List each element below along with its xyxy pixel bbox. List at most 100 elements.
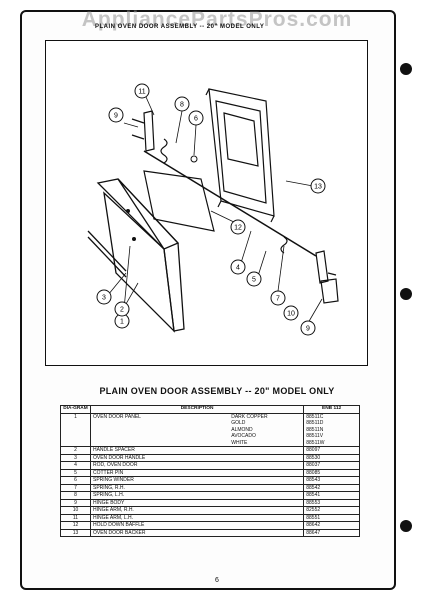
binder-hole-bottom: [400, 520, 412, 532]
row-part-number: 88542: [303, 483, 360, 492]
row-part-number: 88543: [303, 476, 360, 485]
callout-10-label: 10: [287, 311, 295, 318]
callout-12: 12: [230, 219, 246, 235]
handle-spacer-drawing: [132, 237, 136, 241]
row-part-number: 88085: [303, 468, 360, 477]
header-part-number: ENB 112: [303, 405, 360, 414]
row-description: SPRING WINDER: [89, 476, 305, 485]
panel-part: 88511V: [306, 433, 324, 439]
callout-11: 11: [134, 83, 150, 99]
row-diagram-number: 5: [60, 468, 91, 477]
row-description: OVEN DOOR PANEL DARK COPPER GOLD ALMOND …: [89, 412, 305, 447]
row-description: SPRING, R.H.: [89, 483, 305, 492]
callout-12-label: 12: [234, 225, 242, 232]
left-hinge-drawing: [131, 110, 168, 164]
row-part-number: 88553: [303, 498, 360, 507]
panel-color: ALMOND: [231, 426, 253, 433]
panel-color-list: DARK COPPER GOLD ALMOND AVOCADO WHITE: [231, 414, 301, 447]
callout-9-left-label: 9: [114, 113, 118, 120]
rod-drawing: [143, 150, 317, 257]
callout-13-label: 13: [314, 184, 322, 191]
callout-5-label: 5: [252, 277, 256, 284]
oven-door-panel-drawing: [87, 178, 185, 333]
panel-color: AVOCADO: [231, 433, 256, 439]
row-diagram-number: 1: [60, 412, 91, 447]
callout-8-label: 8: [180, 102, 184, 109]
binder-hole-top: [400, 63, 412, 75]
hold-down-baffle-drawing: [143, 170, 215, 232]
exploded-diagram: 1 2 3 4 5 6 7 8 9 9 10 11 12 13: [45, 40, 368, 366]
header-diagram: DIA-GRAM: [60, 405, 91, 414]
row-description: OVEN DOOR BACKER: [89, 528, 305, 537]
callout-6: 6: [188, 110, 204, 126]
row-diagram-number: 11: [60, 513, 91, 522]
panel-color: DARK COPPER: [231, 413, 268, 420]
callout-11-label: 11: [138, 89, 145, 96]
callout-3-label: 3: [102, 295, 106, 302]
callout-2: 2: [114, 301, 130, 317]
row-part-number: 88097: [303, 446, 360, 455]
row-description: HINGE ARM, R.H.: [89, 506, 305, 515]
panel-part: 88511D: [306, 420, 324, 426]
row-part-number: 88037: [303, 461, 360, 470]
row-part-number: 88530: [303, 453, 360, 462]
row-description: HINGE ARM, L.H.: [89, 513, 305, 522]
row-part-number: 82552: [303, 506, 360, 515]
callout-7-label: 7: [276, 296, 280, 303]
row-diagram-number: 12: [60, 521, 91, 530]
callout-8: 8: [174, 96, 190, 112]
row-part-number: 88642: [303, 521, 360, 530]
callout-9-right: 9: [300, 320, 316, 336]
callout-1: 1: [114, 313, 130, 329]
callout-5: 5: [246, 271, 262, 287]
panel-part: 88511N: [306, 426, 324, 433]
callout-2-label: 2: [120, 307, 124, 314]
panel-part: 88511C: [306, 413, 324, 420]
callout-6-label: 6: [194, 116, 198, 123]
header-description: DESCRIPTION: [89, 405, 305, 414]
panel-color: WHITE: [231, 439, 248, 446]
panel-part: 88511W: [306, 439, 325, 446]
watermark: AppliancePartsPros.com: [81, 8, 353, 31]
leader-lines: [107, 96, 323, 324]
row-description: COTTER PIN: [89, 468, 305, 477]
callout-4-label: 4: [236, 265, 240, 272]
table-row-oven-door-panel: 1 OVEN DOOR PANEL DARK COPPER GOLD ALMON…: [60, 412, 360, 447]
diagram-title: PLAIN OVEN DOOR ASSEMBLY -- 20" MODEL ON…: [95, 24, 265, 30]
row-diagram-number: 10: [60, 506, 91, 515]
row-diagram-number: 3: [60, 453, 91, 462]
spring-winder-drawing: [190, 155, 198, 163]
callout-3: 3: [96, 289, 112, 305]
panel-color: GOLD: [231, 420, 246, 426]
panel-part-list: 88511C 88511D 88511N 88511V 88511W: [306, 414, 357, 447]
callout-4: 4: [230, 259, 246, 275]
row-diagram-number: 13: [60, 528, 91, 537]
callout-1-label: 1: [120, 319, 124, 326]
page-number: 6: [215, 577, 219, 584]
row-description: HINGE BODY: [89, 498, 305, 507]
callout-13: 13: [310, 178, 326, 194]
callout-10: 10: [283, 305, 299, 321]
row-diagram-number: 6: [60, 476, 91, 485]
row-diagram-number: 4: [60, 461, 91, 470]
callout-7: 7: [270, 290, 286, 306]
exploded-diagram-drawing: 1 2 3 4 5 6 7 8 9 9 10 11 12 13: [87, 83, 339, 336]
row-diagram-number: 8: [60, 491, 91, 500]
row-part-number: 88551: [303, 513, 360, 522]
handle-spacer-drawing-2: [126, 209, 130, 213]
row-diagram-number: 7: [60, 483, 91, 492]
table-header-row: DIA-GRAM DESCRIPTION ENB 112: [60, 405, 360, 414]
